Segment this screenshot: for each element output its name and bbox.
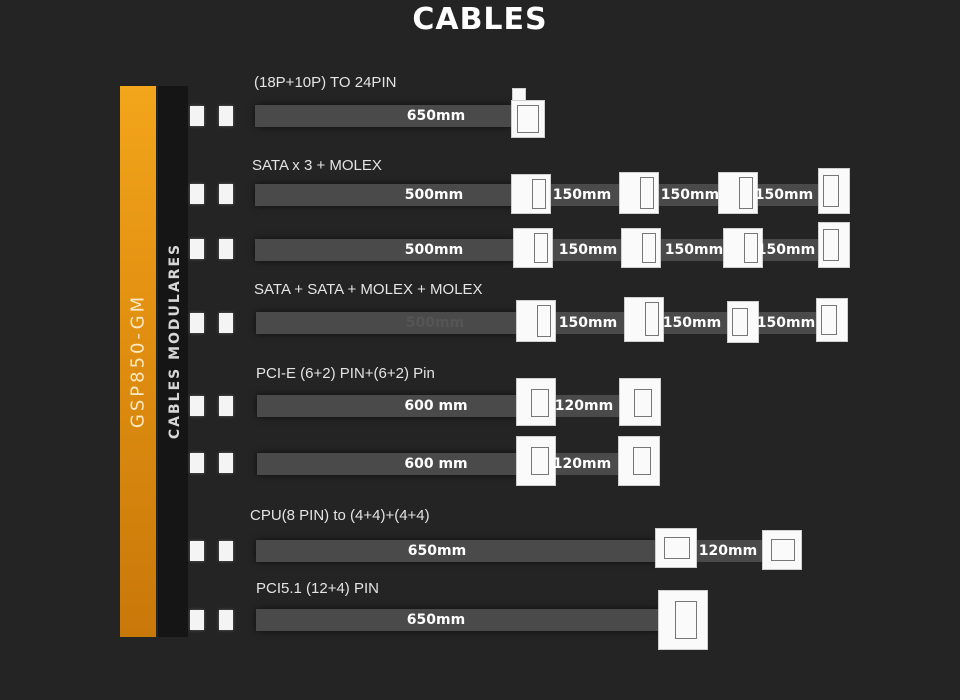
cable-segment [556, 312, 624, 334]
molex-connector [727, 301, 759, 343]
cpu-4plus4-connector [762, 530, 802, 570]
cable-segment [758, 184, 818, 206]
modular-socket [190, 541, 204, 561]
modular-socket [219, 106, 233, 126]
atx-24pin-connector [511, 100, 545, 138]
segment-length-label: 120mm [552, 456, 612, 472]
cable-segment [556, 453, 620, 475]
modular-label: CABLES MODULARES [167, 242, 183, 440]
segment-length-label: 150mm [662, 315, 722, 331]
modular-panel [158, 86, 188, 637]
group-label-sata-sata-molex-molex: SATA + SATA + MOLEX + MOLEX [254, 281, 483, 298]
cable-length-label: 500mm [405, 315, 465, 331]
segment-length-label: 150mm [552, 187, 612, 203]
cpu-4plus4-connector [655, 528, 697, 568]
cable-main [256, 312, 516, 334]
modular-socket [219, 396, 233, 416]
cable-length-label: 650mm [406, 108, 466, 124]
cable-main [256, 609, 660, 631]
segment-length-label: 120mm [554, 398, 614, 414]
molex-connector [816, 298, 848, 342]
cable-main [255, 184, 515, 206]
modular-socket [190, 239, 204, 259]
sata-connector [513, 228, 553, 268]
cable-segment [553, 239, 621, 261]
cable-length-label: 600 mm [404, 398, 468, 414]
cable-main [257, 453, 517, 475]
modular-socket [190, 396, 204, 416]
sata-connector [621, 228, 661, 268]
segment-length-label: 150mm [664, 242, 724, 258]
modular-socket [219, 239, 233, 259]
modular-socket [190, 453, 204, 473]
segment-length-label: 150mm [558, 315, 618, 331]
cable-length-label: 500mm [404, 187, 464, 203]
cable-segment [697, 540, 763, 562]
segment-length-label: 150mm [660, 187, 720, 203]
group-label-pci51: PCI5.1 (12+4) PIN [256, 580, 379, 597]
sata-connector [723, 228, 763, 268]
group-label-cpu: CPU(8 PIN) to (4+4)+(4+4) [250, 507, 430, 524]
cable-length-label: 650mm [406, 612, 466, 628]
cable-length-label: 650mm [407, 543, 467, 559]
segment-length-label: 120mm [698, 543, 758, 559]
cable-segment [556, 395, 620, 417]
sata-connector [718, 172, 758, 214]
modular-socket [219, 610, 233, 630]
modular-socket [190, 106, 204, 126]
page-title: CABLES [412, 2, 548, 37]
cable-segment [763, 239, 819, 261]
segment-length-label: 150mm [756, 242, 816, 258]
segment-length-label: 150mm [558, 242, 618, 258]
segment-length-label: 150mm [754, 187, 814, 203]
pcie-6plus2-connector [619, 378, 661, 426]
psu-bar [120, 86, 156, 637]
cable-main [255, 239, 515, 261]
modular-socket [190, 184, 204, 204]
modular-socket [219, 184, 233, 204]
modular-socket [219, 313, 233, 333]
cable-length-label: 500mm [404, 242, 464, 258]
modular-socket [190, 610, 204, 630]
modular-socket [219, 453, 233, 473]
sata-connector [624, 297, 664, 342]
psu-model-label: GSP850-GM [127, 293, 149, 429]
cable-segment [664, 312, 728, 334]
group-label-24pin: (18P+10P) TO 24PIN [254, 74, 397, 91]
molex-connector [818, 222, 850, 268]
cable-segment [551, 184, 619, 206]
cable-segment [659, 184, 719, 206]
group-label-sata-molex: SATA x 3 + MOLEX [252, 157, 382, 174]
cable-main [255, 105, 513, 127]
sata-connector [511, 174, 551, 214]
pcie-6plus2-connector [516, 378, 556, 426]
sata-connector [516, 300, 556, 342]
cable-length-label: 600 mm [404, 456, 468, 472]
modular-socket [190, 313, 204, 333]
modular-socket [219, 541, 233, 561]
pcie-6plus2-connector [618, 436, 660, 486]
cable-main [256, 540, 656, 562]
segment-length-label: 150mm [756, 315, 816, 331]
pcie5-12plus4-connector [658, 590, 708, 650]
molex-connector [818, 168, 850, 214]
cable-main [257, 395, 517, 417]
cable-segment [759, 312, 817, 334]
sata-connector [619, 172, 659, 214]
cable-segment [661, 239, 723, 261]
pcie-6plus2-connector [516, 436, 556, 486]
group-label-pcie: PCI-E (6+2) PIN+(6+2) Pin [256, 365, 435, 382]
